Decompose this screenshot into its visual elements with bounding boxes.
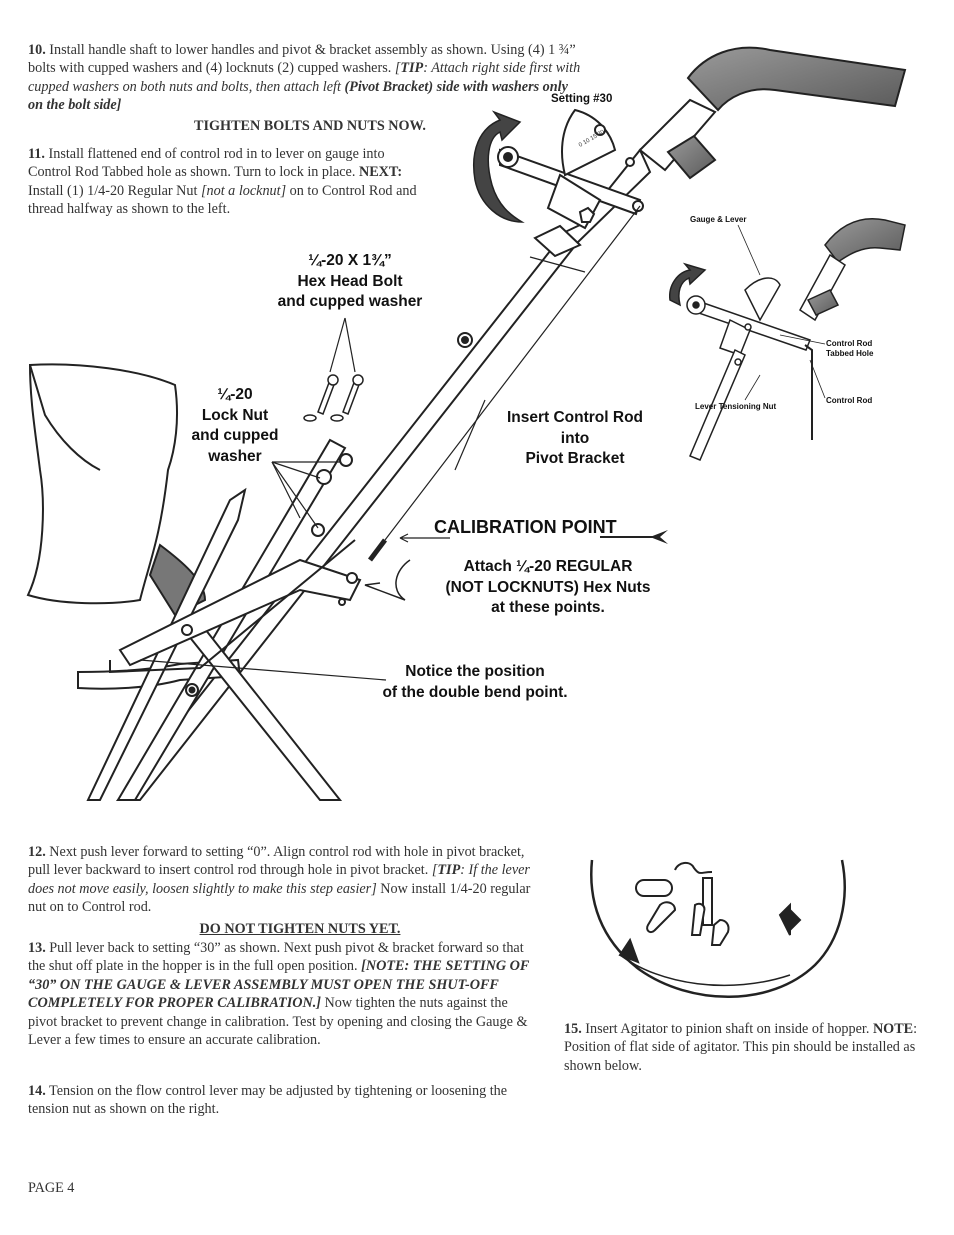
tabbed-hole-label: Control Rod Tabbed Hole [826, 339, 873, 359]
agitator-diagram [590, 859, 846, 998]
step-13-text-b: Now tighten the nuts against the pivot b… [28, 995, 528, 1049]
lock-nut-line-3: and cupped [191, 427, 279, 444]
rotation-arrow [473, 110, 525, 223]
gauge-lever-label: Gauge & Lever [690, 215, 747, 224]
gauge-dial-text: 0 10 15 30 [578, 129, 606, 149]
pivot-bracket [497, 108, 644, 230]
step-13: 13. Pull lever back to setting “30” as s… [28, 939, 533, 1049]
inset-diagram [669, 218, 906, 461]
step-11-text: Install flattened end of control rod in … [28, 146, 385, 181]
step-13-note: [NOTE: THE SETTING OF “30” ON THE GAUGE … [28, 958, 530, 1012]
step-10-tip: : Attach right side first with cupped wa… [28, 60, 581, 95]
setting-label: Setting #30 [551, 93, 613, 105]
attach-line-2: (NOT LOCKNUTS) Hex Nuts [445, 578, 651, 596]
page-number: PAGE 4 [28, 1180, 75, 1196]
callout-lines [139, 256, 586, 681]
step-14: 14. Tension on the flow control lever ma… [28, 1082, 538, 1119]
hex-bolt-line-2: Hex Head Bolt [297, 272, 403, 290]
notice-line-1: Notice the position [405, 663, 545, 680]
step-15-text: Insert Agitator to pinion shaft on insid… [585, 1021, 870, 1037]
hopper [26, 363, 207, 617]
step-15-number: 15. [564, 1021, 582, 1037]
lower-frame [77, 438, 362, 801]
insert-rod-line-1: Insert Control Rod [506, 409, 644, 426]
step-12: 12. Next push lever forward to setting “… [28, 843, 533, 917]
step-15-text-b: : Position of flat side of agitator. Thi… [564, 1021, 918, 1074]
step-12-number: 12. [28, 844, 46, 860]
insert-rod-line-3: Pivot Bracket [525, 450, 625, 467]
attach-line-3: at these points. [491, 599, 605, 616]
lock-nut-line-1: ¼-20 [217, 386, 253, 403]
inset-callouts [737, 224, 826, 401]
hex-bolt-line-1: ¼-20 X 1¾” [308, 252, 392, 269]
step-14-text: Tension on the flow control lever may be… [28, 1083, 508, 1118]
step-13-text: Pull lever back to setting “30” as shown… [28, 940, 524, 975]
note-label: NOTE [872, 1021, 914, 1037]
step-10-text: Install handle shaft to lower handles an… [28, 42, 576, 77]
double-bend-rod [109, 539, 356, 674]
handle-grip [638, 46, 907, 180]
tip-label-2: TIP [437, 862, 461, 879]
step-14-number: 14. [28, 1083, 46, 1099]
step-11-number: 11. [28, 146, 45, 162]
attach-line-1: Attach ¼-20 REGULAR [463, 558, 633, 575]
step-12-warning: DO NOT TIGHTEN NUTS YET. [199, 921, 401, 937]
insert-rod-label: Insert Control Rod into Pivot Bracket [475, 408, 675, 470]
calibration-point-title: CALIBRATION POINT [434, 517, 617, 537]
next-label: NEXT: [358, 164, 403, 181]
step-11-text-b: Install (1) 1/4-20 Regular Nut [28, 182, 201, 199]
hex-bolt-line-3: and cupped washer [277, 293, 423, 310]
step-10: 10. Install handle shaft to lower handle… [28, 41, 583, 115]
step-12-text-b: Now install 1/4-20 regular nut on to Con… [28, 880, 531, 916]
tip-bracket: [ [394, 60, 401, 77]
notice-line-2: of the double bend point. [382, 683, 568, 701]
lever-nut-label: Lever Tensioning Nut [695, 402, 777, 411]
control-rod-nut [368, 538, 387, 562]
step-12-tip: : If the lever does not move easily, loo… [28, 862, 530, 897]
step-11-italic: [not a locknut] [200, 182, 287, 199]
control-rod-label: Control Rod [826, 396, 873, 405]
hex-bolts [303, 374, 364, 422]
lock-nut-label: ¼-20 Lock Nut and cupped washer [170, 385, 300, 467]
step-10-tip-bold: (Pivot Bracket) side with washers only o… [28, 78, 568, 114]
step-13-number: 13. [28, 940, 46, 956]
hex-bolt-label: ¼-20 X 1¾” Hex Head Bolt and cupped wash… [245, 251, 455, 313]
step-12-text: Next push lever forward to setting “0”. … [28, 844, 525, 879]
step-10-tighten: TIGHTEN BOLTS AND NUTS NOW. [194, 118, 426, 134]
calibration-arrow [600, 530, 668, 544]
tip-bracket-2: [ [431, 862, 438, 879]
control-rod [384, 205, 641, 541]
step-11: 11. Install flattened end of control rod… [28, 145, 428, 219]
step-11-text-c: on to Control Rod and thread halfway as … [28, 182, 417, 218]
notice-label: Notice the position of the double bend p… [350, 662, 600, 703]
insert-rod-line-2: into [560, 429, 590, 447]
tabbed-line-1: Control Rod [826, 339, 873, 348]
attach-nuts-label: Attach ¼-20 REGULAR (NOT LOCKNUTS) Hex N… [412, 557, 684, 619]
lock-nut-line-4: washer [208, 447, 262, 465]
tabbed-line-2: Tabbed Hole [826, 349, 874, 358]
step-10-number: 10. [28, 42, 46, 58]
tip-label: TIP [400, 60, 424, 77]
lock-nut-line-2: Lock Nut [201, 406, 269, 424]
step-15: 15. Insert Agitator to pinion shaft on i… [564, 1020, 924, 1075]
